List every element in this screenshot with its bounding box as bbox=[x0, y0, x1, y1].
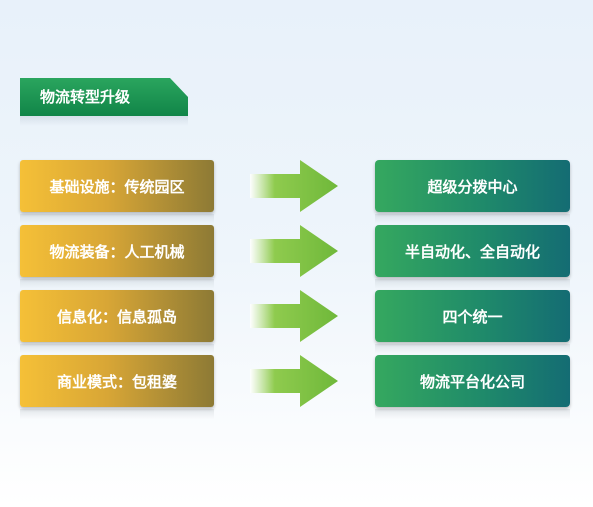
from-box-reflection bbox=[20, 344, 214, 354]
arrow-right-icon bbox=[250, 160, 338, 212]
transformation-row-2: 物流装备：人工机械 半自动化、全自动化 bbox=[0, 225, 593, 289]
to-box-reflection bbox=[375, 409, 570, 419]
from-box-1: 基础设施：传统园区 bbox=[20, 160, 214, 212]
from-box-reflection bbox=[20, 279, 214, 289]
to-box-4: 物流平台化公司 bbox=[375, 355, 570, 407]
transformation-row-1: 基础设施：传统园区 超级分拨中心 bbox=[0, 160, 593, 224]
from-box-reflection bbox=[20, 214, 214, 224]
arrow-right-icon bbox=[250, 355, 338, 407]
to-box-3: 四个统一 bbox=[375, 290, 570, 342]
to-box-2: 半自动化、全自动化 bbox=[375, 225, 570, 277]
from-box-reflection bbox=[20, 409, 214, 419]
from-box-2: 物流装备：人工机械 bbox=[20, 225, 214, 277]
to-box-reflection bbox=[375, 279, 570, 289]
transformation-row-4: 商业模式：包租婆 物流平台化公司 bbox=[0, 355, 593, 419]
section-title: 物流转型升级 bbox=[20, 78, 188, 116]
arrow-right-icon bbox=[250, 225, 338, 277]
title-reflection bbox=[20, 116, 188, 126]
arrow-right-icon bbox=[250, 290, 338, 342]
transformation-row-3: 信息化：信息孤岛 四个统一 bbox=[0, 290, 593, 354]
to-box-reflection bbox=[375, 214, 570, 224]
from-box-3: 信息化：信息孤岛 bbox=[20, 290, 214, 342]
from-box-4: 商业模式：包租婆 bbox=[20, 355, 214, 407]
to-box-reflection bbox=[375, 344, 570, 354]
to-box-1: 超级分拨中心 bbox=[375, 160, 570, 212]
